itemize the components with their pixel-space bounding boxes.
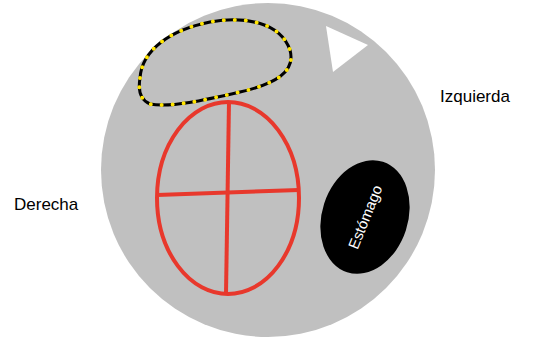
red-oval [157, 102, 299, 294]
white-triangle [326, 26, 368, 72]
stomach-ellipse [316, 157, 414, 277]
side-label: Izquierda [440, 87, 510, 107]
red-cross-horizontal [157, 190, 299, 195]
organ-dots [139, 20, 291, 105]
stomach-organ: Estómago [316, 157, 414, 277]
body-disc [101, 3, 435, 337]
red-cross-vertical [226, 102, 229, 294]
side-label: Derecha [14, 195, 78, 215]
organ-outline [139, 20, 291, 105]
